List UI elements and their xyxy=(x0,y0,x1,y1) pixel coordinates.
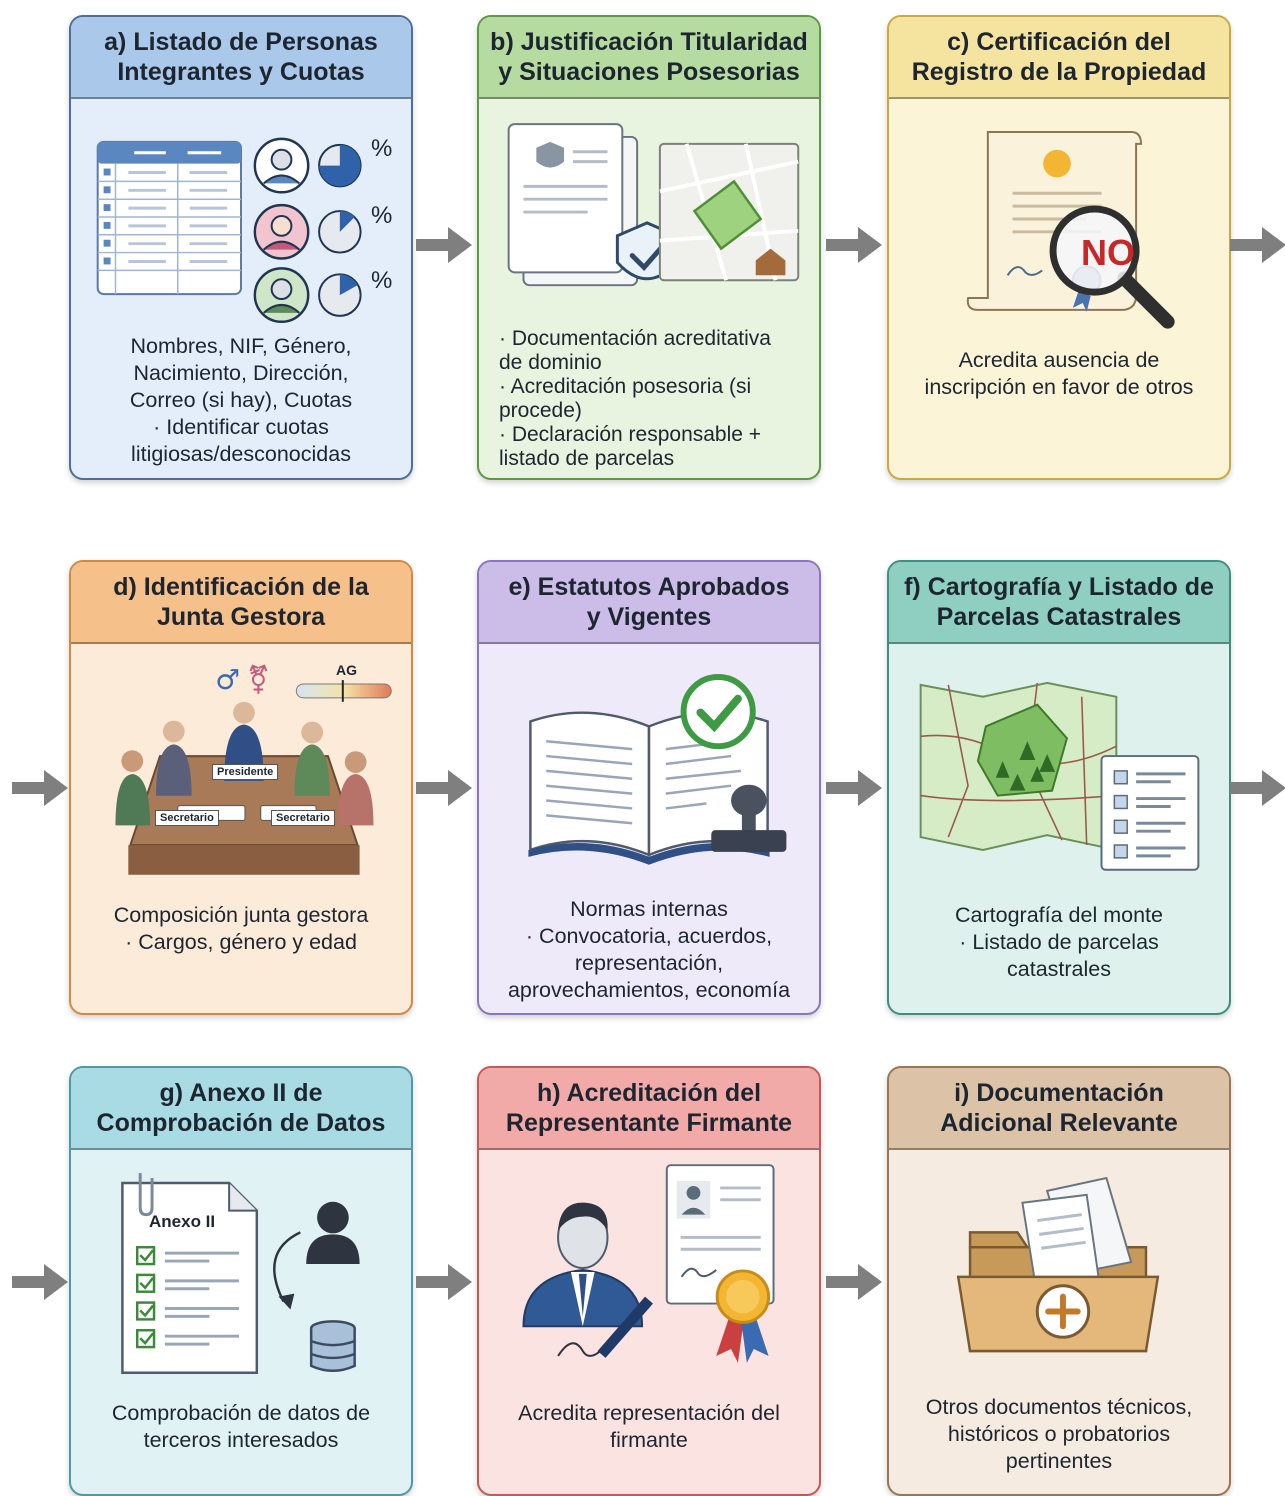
flow-arrow xyxy=(416,1264,472,1300)
flow-arrow xyxy=(1230,227,1285,263)
no-stamp-label: NO xyxy=(1081,232,1135,273)
card-description: Otros documentos técnicos,históricos o p… xyxy=(925,1395,1193,1473)
flow-arrow xyxy=(1230,770,1285,806)
card-description: Nombres, NIF, Género,Nacimiento, Direcci… xyxy=(129,334,353,466)
flow-arrow xyxy=(12,770,68,806)
percent-label: % xyxy=(371,135,393,162)
card-description: Normas internas· Convocatoria, acuerdos,… xyxy=(507,897,791,1002)
name-tag: Secretario xyxy=(155,810,219,826)
members-table-illustration xyxy=(96,137,362,323)
card-description: Composición junta gestora· Cargos, géner… xyxy=(113,903,369,954)
card-description: Cartografía del monte· Listado de parcel… xyxy=(955,903,1163,981)
percent-label: % xyxy=(371,202,393,229)
flow-arrow xyxy=(416,770,472,806)
annex-checklist-illustration xyxy=(121,1173,360,1374)
cadastral-map-illustration xyxy=(919,681,1200,871)
name-tag: Presidente xyxy=(212,764,279,780)
name-tag: Secretario xyxy=(271,810,335,826)
additional-docs-folder-illustration xyxy=(956,1176,1160,1353)
flow-arrow xyxy=(826,1264,882,1300)
statutes-book-illustration xyxy=(528,674,787,865)
svg-text:⚧: ⚧ xyxy=(247,663,270,696)
flow-arrow xyxy=(12,1264,68,1300)
flow-arrow xyxy=(416,227,472,263)
flow-arrow xyxy=(826,227,882,263)
age-label: AG xyxy=(336,662,357,678)
percent-label: % xyxy=(371,267,393,294)
annex-doc-label: Anexo II xyxy=(149,1212,216,1231)
signatory-representative-illustration xyxy=(522,1164,775,1363)
ownership-documents-illustration xyxy=(507,123,800,287)
flow-arrow xyxy=(826,770,882,806)
registry-certificate-illustration xyxy=(966,131,1175,329)
svg-text:♂: ♂ xyxy=(215,663,240,696)
